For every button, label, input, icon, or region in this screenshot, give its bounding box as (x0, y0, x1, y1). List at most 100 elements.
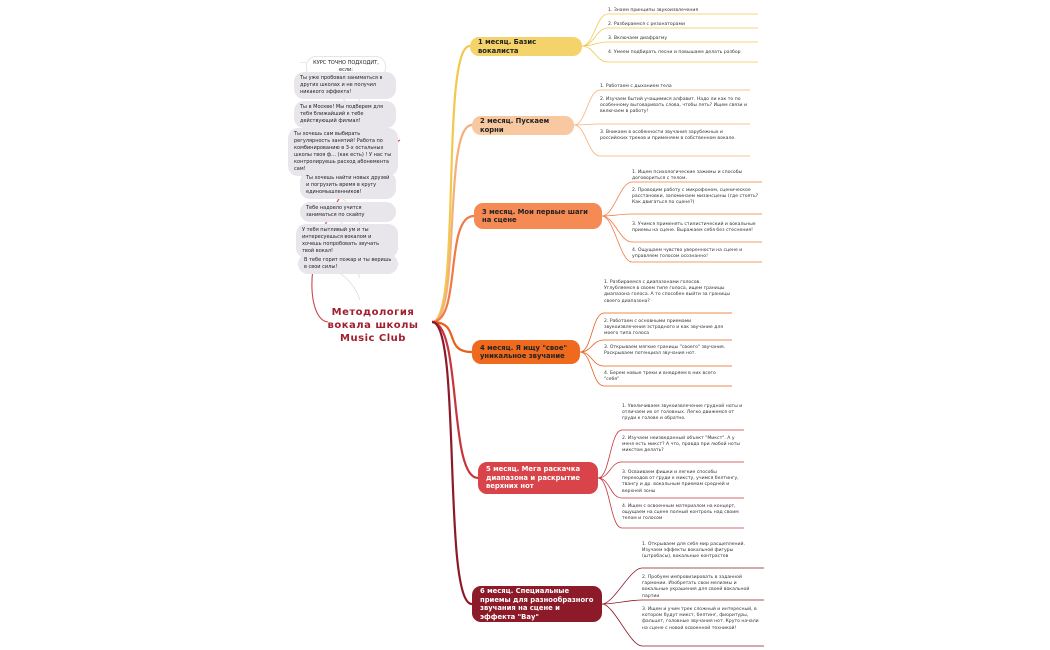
leaf-text: 1. Разбираемся с диапазонами голосов. Уг… (604, 280, 730, 304)
left-item-5[interactable]: Тебе надоело учится заниматься по скайпу (300, 202, 396, 222)
leaf-text: 3. Осваиваем фишки и легкие способы пере… (622, 470, 739, 494)
leaf-text: 3. Вникаем в особенности звучания зарубе… (600, 130, 736, 142)
left-item-text: Ты хочешь найти новых друзей и погрузить… (306, 175, 390, 195)
month-6-item-3[interactable]: 3. Ищем и учим трек сложный и интересный… (642, 607, 764, 632)
month-6-connector (431, 320, 473, 606)
left-item-4[interactable]: Ты хочешь найти новых друзей и погрузить… (300, 172, 396, 199)
leaf-text: 4. Берем новые треки и внедряем в них вс… (604, 371, 716, 383)
month-3-label: 3 месяц. Мои первые шаги на сцене (482, 207, 588, 225)
month-4-node[interactable]: 4 месяц. Я ищу "свое" уникальное звучани… (472, 340, 580, 364)
leaf-text: 2. Изучаем неизведанный объект "Микст". … (622, 436, 741, 454)
leaf-text: 4. Ищем с освоенным материалом на концер… (622, 504, 739, 522)
leaf-text: 3. Учимся применять стилистический и вок… (632, 222, 756, 234)
month-4-item-4[interactable]: 4. Берем новые треки и внедряем в них вс… (604, 371, 732, 383)
left-item-text: Тебе надоело учится заниматься по скайпу (306, 205, 365, 218)
central-topic-line3: Music Club (340, 333, 406, 344)
month-1-item-2[interactable]: 2. Разбираемся с резонаторами (608, 22, 758, 28)
left-item-text: Ты хочешь сам выбирать регулярность заня… (294, 131, 392, 172)
leaf-text: 4. Ощущаем чувство уверенности на сцене … (632, 248, 743, 260)
month-2-item-1[interactable]: 1. Работаем с дыханием тела (600, 84, 750, 90)
month-6-item-1[interactable]: 1. Открываем для себя мир расщеплений. И… (642, 542, 764, 561)
month-2-label: 2 месяц. Пускаем корни (480, 117, 550, 134)
leaf-text: 2. Проводим работу с микрофоном, сцениче… (632, 188, 759, 206)
central-topic-line2: вокала школы (327, 320, 419, 331)
leaf-connector (581, 27, 609, 47)
month-5-connector (431, 320, 479, 480)
month-3-item-3[interactable]: 3. Учимся применять стилистический и вок… (632, 222, 762, 234)
central-topic[interactable]: Методология вокала школы Music Club (318, 306, 428, 345)
leaf-connector (579, 339, 605, 353)
month-4-connector (431, 320, 473, 354)
left-header-text: КУРС ТОЧНО ПОДХОДИТ, если: (313, 60, 379, 73)
month-3-item-2[interactable]: 2. Проводим работу с микрофоном, сцениче… (632, 188, 762, 207)
leaf-text: 1. Открываем для себя мир расщеплений. И… (642, 542, 745, 560)
left-item-text: В тебе горит пожар и ты веришь в свои си… (304, 257, 392, 270)
month-1-item-3[interactable]: 3. Включаем диафрагму (608, 36, 758, 42)
leaf-text: 1. Ищем психологические зажимы и способы… (632, 170, 743, 182)
leaf-text: 1. Увеличиваем звукоизвлечение грудной н… (622, 404, 743, 422)
month-4-item-3[interactable]: 3. Открываем мягкие границы "своего" зву… (604, 345, 732, 357)
leaf-connector (601, 603, 643, 647)
left-item-3[interactable]: Ты хочешь сам выбирать регулярность заня… (288, 128, 398, 176)
month-2-node[interactable]: 2 месяц. Пускаем корни (472, 116, 574, 135)
left-item-6[interactable]: У тебя пытливый ум и ты интересуешься во… (296, 224, 398, 258)
leaf-connector (579, 312, 605, 353)
month-3-node[interactable]: 3 месяц. Мои первые шаги на сцене (474, 203, 602, 229)
month-6-node[interactable]: 6 месяц. Специальные приемы для разнообр… (472, 586, 602, 622)
month-1-item-4[interactable]: 4. Умеем подбирать песни и повышаем дела… (608, 50, 758, 56)
month-1-node[interactable]: 1 месяц. Базис вокалиста (470, 37, 582, 56)
leaf-connector (579, 351, 605, 387)
leaf-connector (601, 181, 633, 217)
left-item-1[interactable]: Ты уже пробовал заниматься в других школ… (294, 72, 396, 99)
leaf-connector (573, 124, 601, 157)
month-4-item-2[interactable]: 2. Работаем с основными приемами звукоиз… (604, 319, 732, 338)
leaf-text: 2. Пробуем импровизировать в заданной га… (642, 575, 750, 599)
leaf-connector (573, 89, 601, 126)
month-3-item-1[interactable]: 1. Ищем психологические зажимы и способы… (632, 170, 762, 182)
leaf-text: 3. Включаем диафрагму (608, 36, 668, 41)
leaf-connector (581, 45, 609, 63)
left-item-7[interactable]: В тебе горит пожар и ты веришь в свои си… (298, 254, 398, 274)
leaf-connector (597, 461, 623, 479)
month-1-label: 1 месяц. Базис вокалиста (478, 38, 537, 55)
leaf-connector (601, 567, 643, 605)
month-2-connector (431, 123, 473, 324)
month-5-item-3[interactable]: 3. Осваиваем фишки и легкие способы пере… (622, 470, 744, 495)
left-item-text: Ты в Москве! Мы подберем для тебя ближай… (300, 104, 383, 124)
month-1-item-1[interactable]: 1. Знаем принципы звукоизвлечения (608, 8, 758, 14)
month-5-item-2[interactable]: 2. Изучаем неизведанный объект "Микст". … (622, 436, 744, 455)
leaf-connector (581, 41, 609, 47)
month-5-node[interactable]: 5 месяц. Мега раскачка диапазона и раскр… (478, 462, 598, 494)
month-2-item-2[interactable]: 2. Изучаем бытий учащимися алфавит. Надо… (600, 97, 750, 116)
month-1-connector (431, 44, 471, 324)
month-4-item-1[interactable]: 1. Разбираемся с диапазонами голосов. Уг… (604, 280, 732, 305)
leaf-text: 1. Работаем с дыханием тела (600, 84, 672, 89)
leaf-connector (601, 599, 643, 605)
leaf-connector (601, 215, 633, 263)
central-topic-line1: Методология (331, 307, 415, 318)
leaf-text: 2. Работаем с основными приемами звукоиз… (604, 319, 724, 337)
left-item-2[interactable]: Ты в Москве! Мы подберем для тебя ближай… (294, 101, 396, 128)
leaf-text: 3. Открываем мягкие границы "своего" зву… (604, 345, 726, 357)
leaf-text: 2. Изучаем бытий учащимися алфавит. Надо… (600, 97, 747, 115)
leaf-connector (573, 123, 601, 126)
leaf-connector (597, 477, 623, 499)
leaf-connector (579, 351, 605, 367)
month-2-item-3[interactable]: 3. Вникаем в особенности звучания зарубе… (600, 130, 750, 142)
leaf-connector (581, 13, 609, 47)
month-4-label: 4 месяц. Я ищу "свое" уникальное звучани… (480, 343, 568, 361)
month-6-item-2[interactable]: 2. Пробуем импровизировать в заданной га… (642, 575, 764, 600)
leaf-connector (597, 429, 623, 479)
month-6-label: 6 месяц. Специальные приемы для разнообр… (480, 587, 594, 621)
left-item-text: Ты уже пробовал заниматься в других школ… (300, 75, 383, 95)
month-5-label: 5 месяц. Мега раскачка диапазона и раскр… (486, 465, 581, 491)
month-5-item-4[interactable]: 4. Ищем с освоенным материалом на концер… (622, 504, 744, 523)
month-5-item-1[interactable]: 1. Увеличиваем звукоизвлечение грудной н… (622, 404, 744, 423)
leaf-connector (597, 477, 623, 529)
leaf-text: 3. Ищем и учим трек сложный и интересный… (642, 607, 759, 631)
month-3-item-4[interactable]: 4. Ощущаем чувство уверенности на сцене … (632, 248, 762, 260)
leaf-text: 2. Разбираемся с резонаторами (608, 22, 685, 27)
left-item-text: У тебя пытливый ум и ты интересуешься во… (302, 227, 380, 254)
leaf-text: 1. Знаем принципы звукоизвлечения (608, 8, 699, 13)
